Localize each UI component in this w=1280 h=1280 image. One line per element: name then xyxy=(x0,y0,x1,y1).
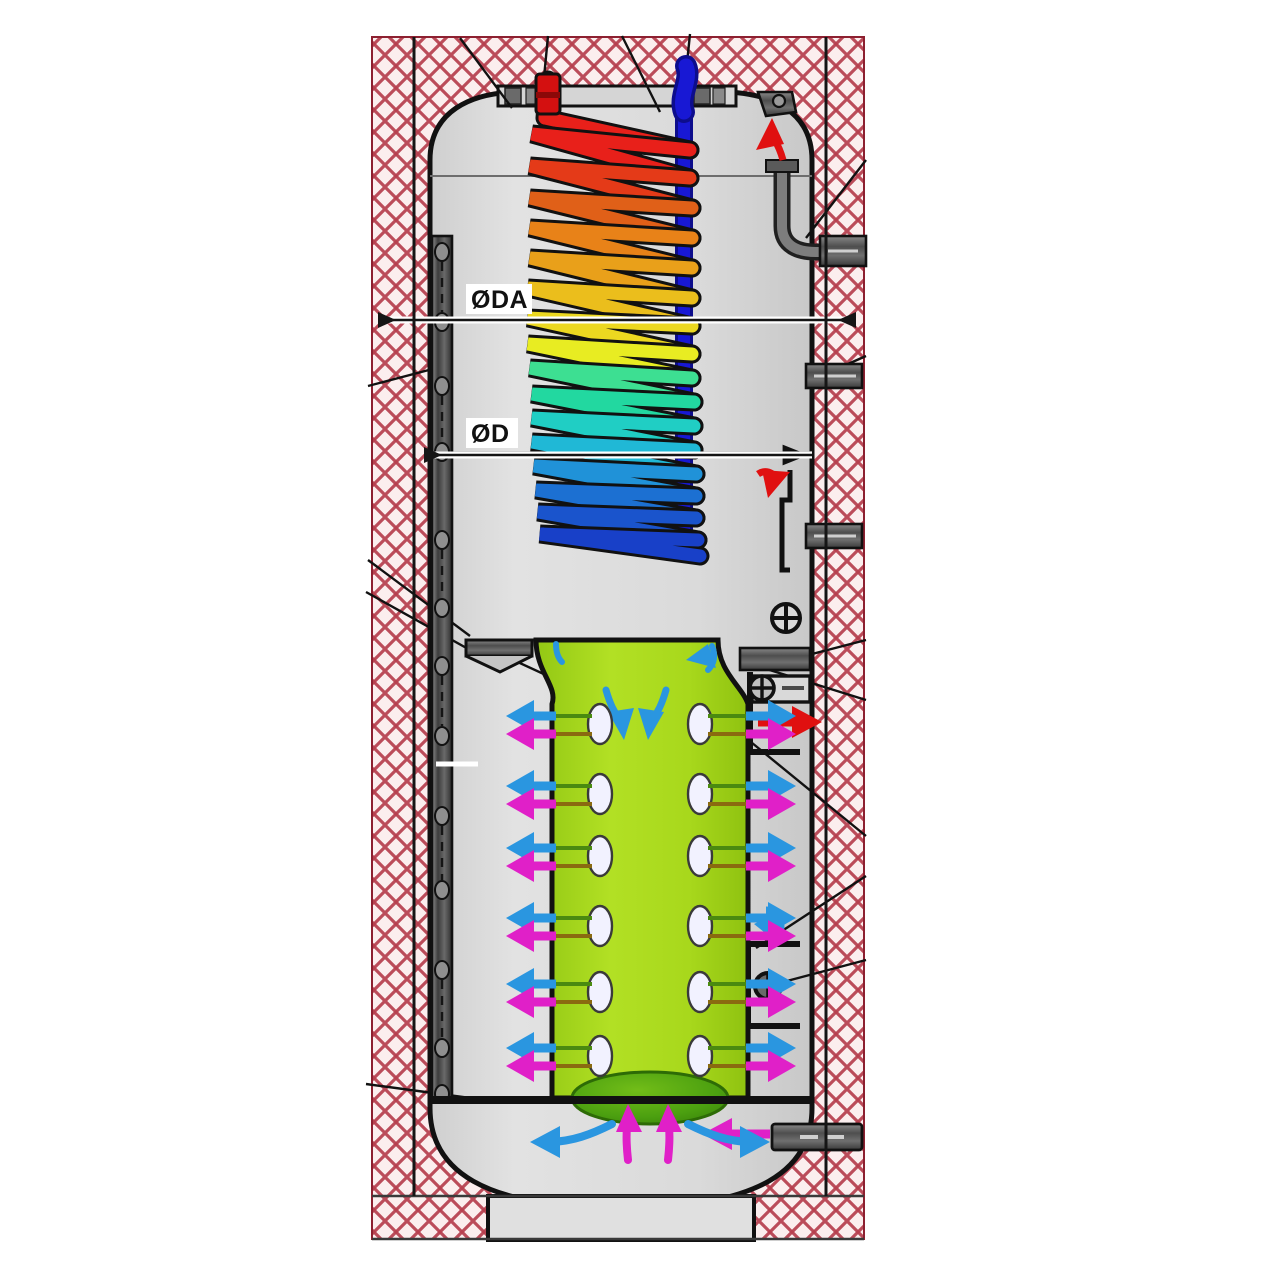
right-flange-ports xyxy=(716,362,864,573)
hot-outlet-siphon xyxy=(765,159,868,268)
coil-hot-inlet xyxy=(534,72,562,116)
drain-port xyxy=(702,1118,864,1152)
insulation-cut-edges xyxy=(412,37,828,1196)
charge-port-group xyxy=(738,646,822,755)
flange-port-lower xyxy=(804,522,864,550)
lifting-lug xyxy=(756,90,798,118)
coil-cold-riser-bend xyxy=(671,55,699,123)
stratifier-port-rows xyxy=(506,700,796,1082)
port-row xyxy=(506,1032,796,1082)
bottom-flow-arrows xyxy=(530,1104,770,1164)
port-row xyxy=(506,700,796,750)
port-row xyxy=(506,770,796,820)
inspection-port xyxy=(770,602,802,634)
tank-top-collar xyxy=(496,84,738,108)
label-outer-diameter: ØDA xyxy=(471,286,528,314)
hot-outlet-arrow xyxy=(756,118,787,161)
flange-port-upper xyxy=(804,362,864,390)
internal-baffles xyxy=(432,638,812,1104)
port-row xyxy=(506,832,796,882)
label-inner-diameter: ØD xyxy=(471,420,510,448)
dimension-inner-diameter: ØD xyxy=(424,418,812,463)
base-ring xyxy=(372,1194,864,1242)
port-row xyxy=(506,902,796,952)
port-row xyxy=(506,968,796,1018)
dimension-lines: ØDA ØD xyxy=(378,284,856,463)
dimension-outer-diameter: ØDA xyxy=(378,284,856,328)
lance-inflow-arrows xyxy=(553,641,718,740)
